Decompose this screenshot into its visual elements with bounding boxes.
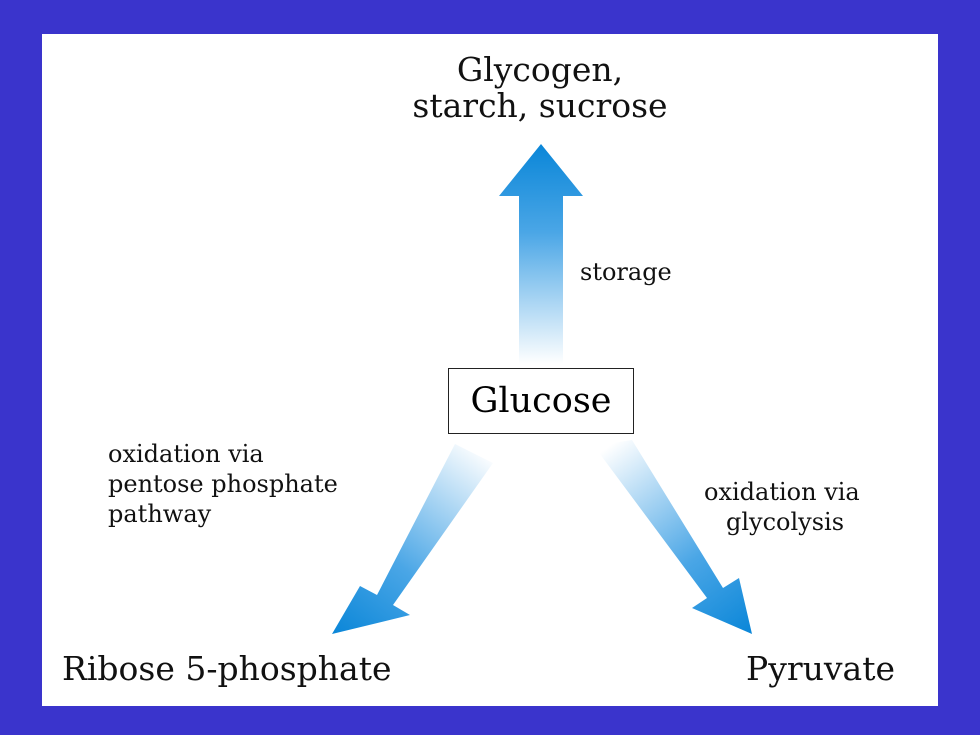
- storage-products-line-1: Glycogen,: [456, 50, 624, 89]
- ribose-5-phosphate-label: Ribose 5-phosphate: [62, 649, 392, 688]
- pentose-phosphate-label: oxidation via pentose phosphate pathway: [108, 439, 338, 529]
- pentose-phosphate-arrow: [332, 444, 493, 634]
- pentose-phosphate-line-2: pentose phosphate: [108, 470, 338, 498]
- glucose-node: Glucose: [448, 368, 634, 434]
- storage-products-label: Glycogen, starch, sucrose: [390, 52, 690, 124]
- storage-arrow: [499, 144, 583, 364]
- diagram-panel: Glycogen, starch, sucrose storage Glucos…: [42, 34, 938, 706]
- glycolysis-arrow: [594, 440, 752, 634]
- pentose-phosphate-line-1: oxidation via: [108, 440, 264, 468]
- storage-label: storage: [580, 258, 672, 286]
- glycolysis-label: oxidation via glycolysis: [704, 477, 860, 537]
- glucose-label: Glucose: [470, 381, 612, 421]
- pentose-phosphate-line-3: pathway: [108, 500, 212, 528]
- glycolysis-line-2: glycolysis: [726, 508, 845, 536]
- glycolysis-line-1: oxidation via: [704, 478, 860, 506]
- storage-products-line-2: starch, sucrose: [412, 86, 668, 125]
- arrows-layer: [332, 144, 752, 634]
- pyruvate-label: Pyruvate: [746, 649, 895, 688]
